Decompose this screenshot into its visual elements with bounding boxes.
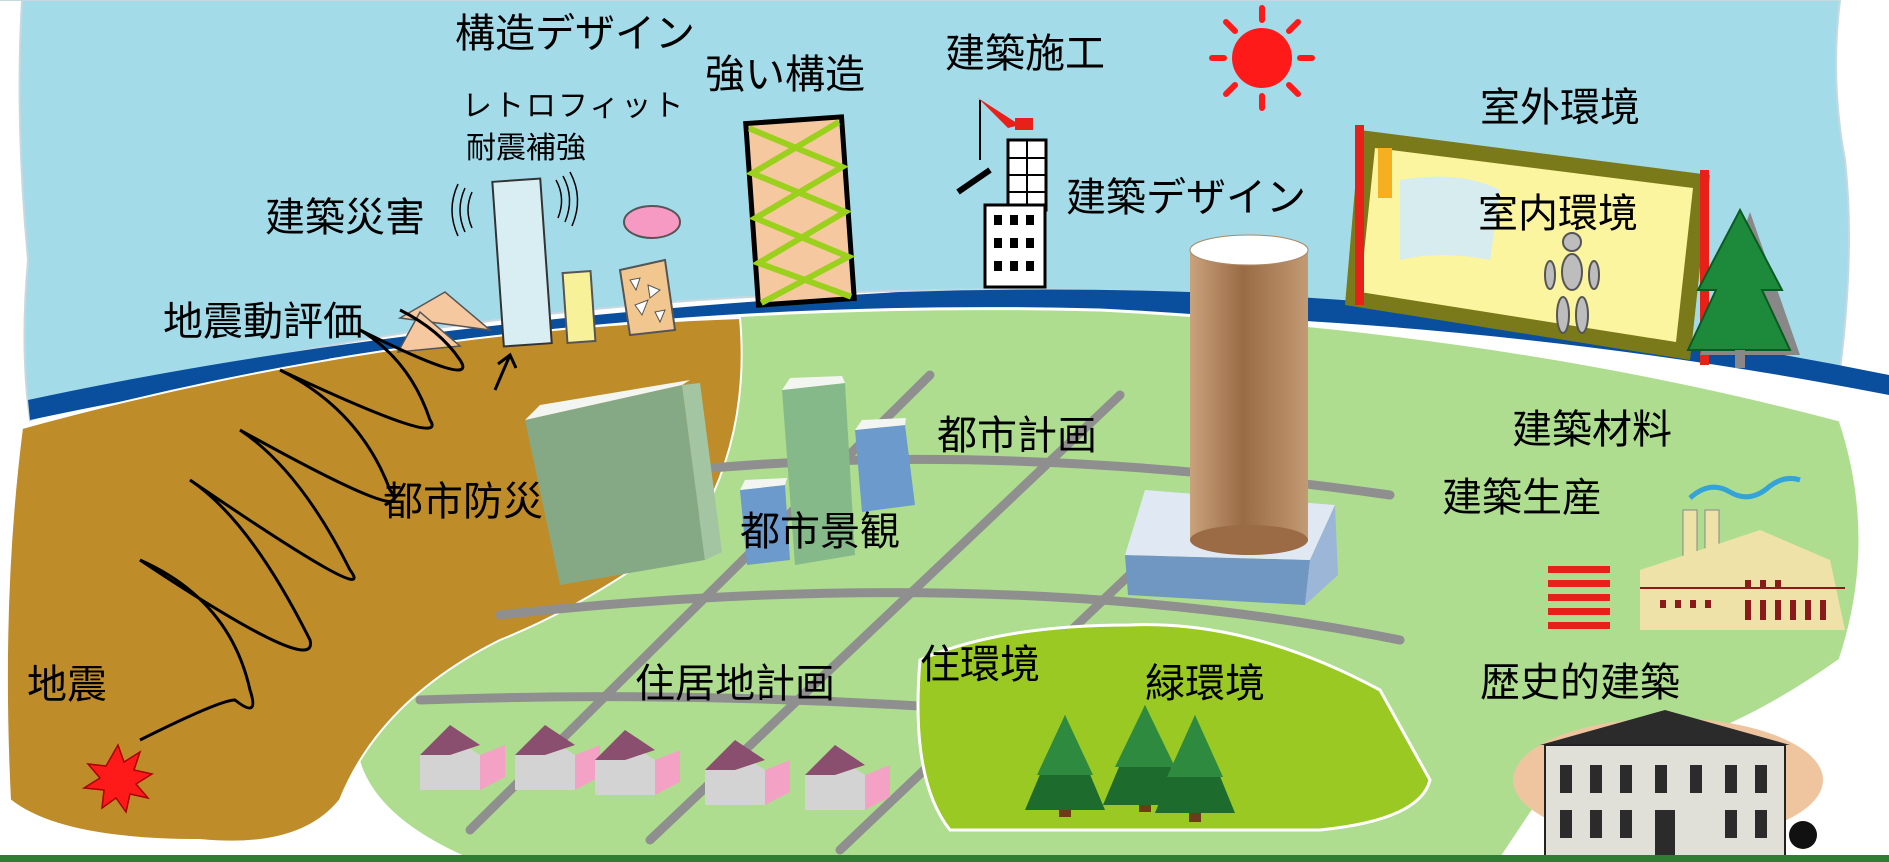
- park-trees: [1025, 705, 1235, 822]
- label-indoor-environment: 室内環境: [1478, 191, 1638, 237]
- materials-stack-icon: [1548, 566, 1610, 629]
- epicenter-icon: [81, 743, 154, 814]
- label-urban-disaster-prevention: 都市防災: [383, 479, 543, 525]
- wave-arrow: [493, 352, 518, 391]
- label-structural-design: 構造デザイン: [455, 11, 695, 57]
- houses: [420, 725, 890, 810]
- city-blocks: [525, 376, 1338, 605]
- label-building-disaster: 建築災害: [265, 195, 425, 241]
- label-urban-landscape: 都市景観: [740, 509, 900, 555]
- label-historic-architecture: 歴史的建築: [1480, 660, 1680, 706]
- label-living-environment: 住環境: [920, 642, 1040, 688]
- historic-building-icon: [1513, 710, 1823, 862]
- vibration-marks: [451, 171, 579, 237]
- label-ground-motion-evaluation: 地震動評価: [163, 299, 363, 345]
- room-icon: [1345, 125, 1710, 365]
- label-building-production: 建築生産: [1442, 475, 1602, 521]
- label-urban-planning: 都市計画: [937, 413, 1097, 459]
- damaged-building-icon: [618, 205, 681, 337]
- seismic-wave: [139, 308, 465, 742]
- footer-band: [0, 855, 1889, 862]
- label-earthquake: 地震: [27, 662, 107, 708]
- factory-icon: [1640, 476, 1845, 630]
- river: [28, 289, 1889, 420]
- retrofit-tower: [491, 177, 553, 348]
- label-architectural-design: 建築デザイン: [1066, 175, 1306, 221]
- label-green-environment: 緑環境: [1145, 661, 1265, 707]
- label-residential-planning: 住居地計画: [635, 661, 835, 707]
- sun-icon: [1209, 5, 1315, 111]
- crane-building-icon: [956, 98, 1048, 289]
- label-construction: 建築施工: [945, 31, 1105, 77]
- pine-tree-icon: [1686, 207, 1800, 368]
- cylinder-tower: [1189, 234, 1309, 555]
- label-building-materials: 建築材料: [1512, 407, 1672, 453]
- label-seismic-reinforcement: 耐震補強: [466, 131, 586, 166]
- label-outdoor-environment: 室外環境: [1480, 85, 1640, 131]
- braced-frame-icon: [743, 114, 857, 308]
- small-yellow-building: [561, 270, 597, 344]
- label-strong-structure: 強い構造: [705, 52, 865, 98]
- label-retrofit: レトロフィット: [462, 89, 686, 124]
